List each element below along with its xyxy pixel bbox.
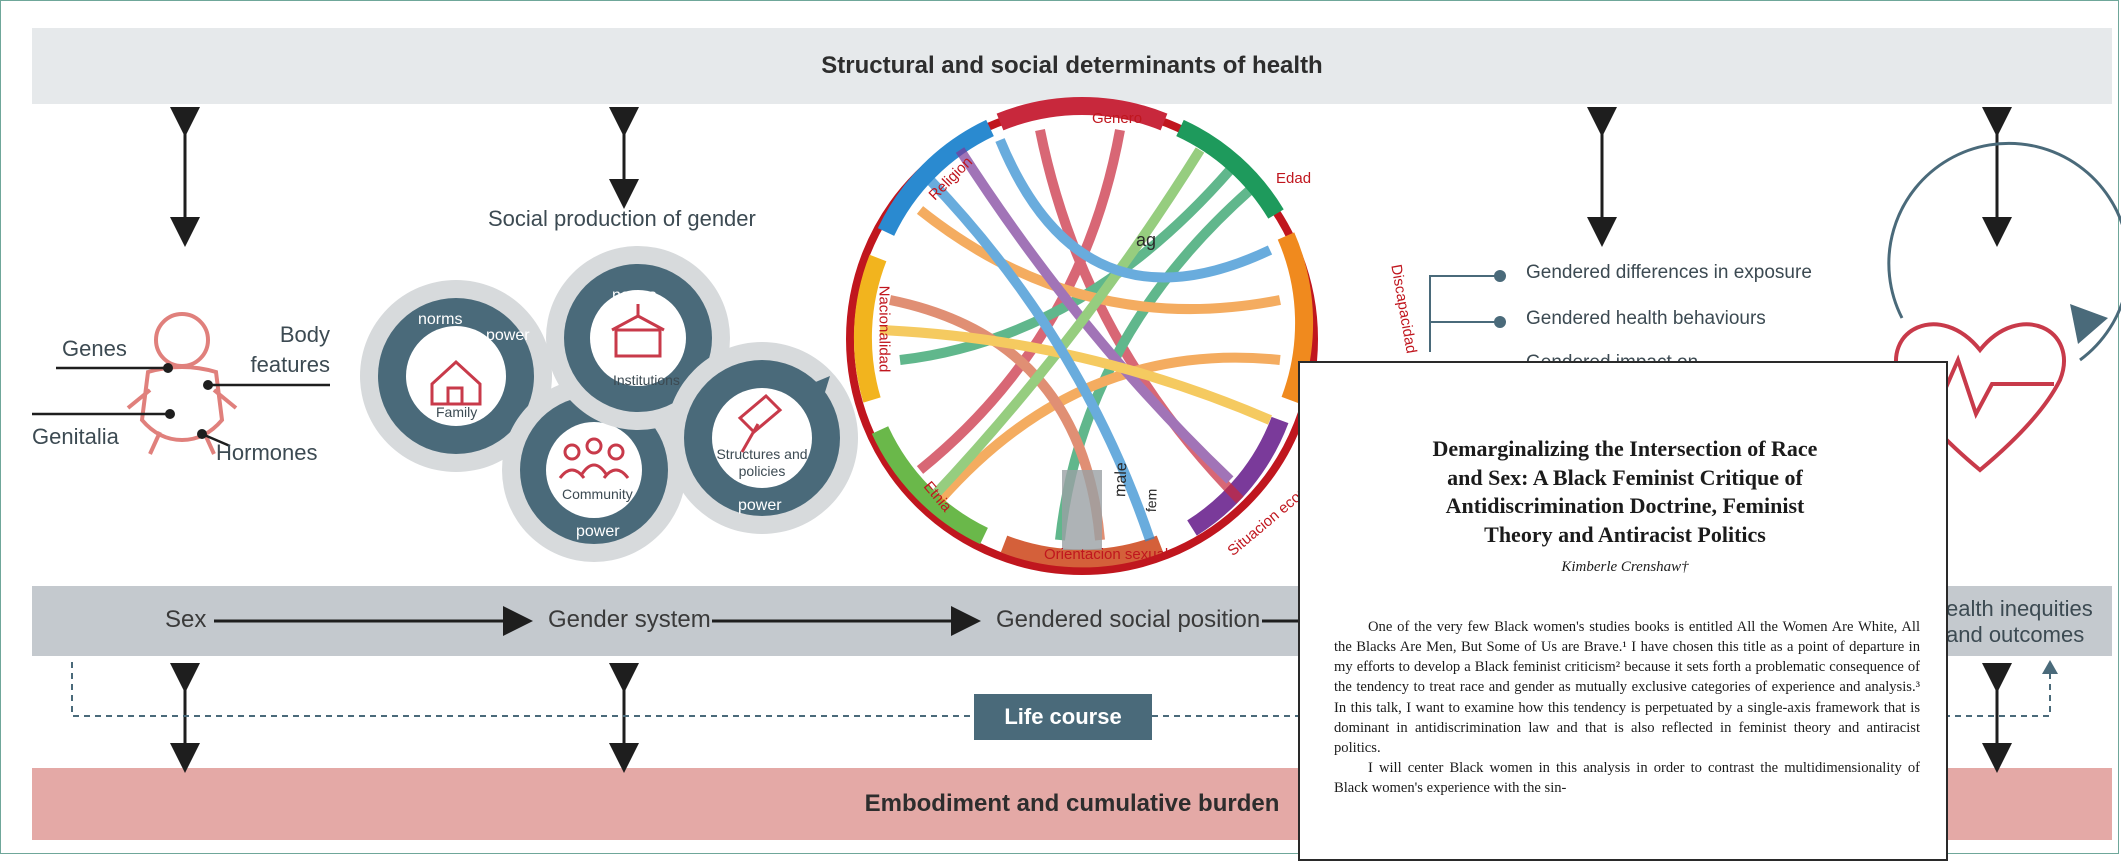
gear-label-structures-1: Structures and [716, 446, 808, 462]
paper-title-line2: and Sex: A Black Feminist Critique of [1447, 464, 1803, 490]
paper-title-line1: Demarginalizing the Intersection of Race [1432, 436, 1818, 461]
structural-determinants-band: Structural and social determinants of he… [32, 28, 2112, 104]
chord-inner-fem: fem [1142, 488, 1160, 513]
paper-author: Kimberle Crenshaw† [1561, 559, 1689, 575]
social-production-title: Social production of gender [488, 206, 756, 231]
pathway-exposure: Gendered differences in exposure [1526, 262, 1812, 283]
bottom-double-arrows [170, 663, 2012, 773]
chord-label-genero: Genero [1092, 110, 1143, 127]
gear-label-family: Family [436, 404, 478, 420]
label-genitalia: Genitalia [32, 424, 119, 449]
flow-health-outcomes: ealth inequities and outcomes [1946, 596, 2093, 649]
flow-sex: Sex [165, 606, 207, 633]
flow-gendered-social-position: Gendered social position [996, 606, 1261, 633]
chord-diagram [846, 96, 1318, 575]
paper-excerpt: Demarginalizing the Intersection of Race… [1298, 361, 1948, 861]
pathway-behaviours: Gendered health behaviours [1526, 308, 1766, 329]
gear-word-power-1: power [486, 327, 530, 344]
label-body-features-1: Body [279, 322, 330, 347]
gear-word-power-2: power [576, 523, 620, 540]
paper-paragraph-2: I will center Black women in this analys… [1334, 759, 1920, 796]
gear-label-structures-2: policies [738, 462, 786, 479]
chord-label-orientacion: Orientacion sexual [1044, 546, 1169, 563]
health-outcomes-line1: ealth inequities [1946, 596, 2093, 621]
paper-title: Demarginalizing the Intersection of Race… [1340, 435, 1910, 549]
chord-inner-male: male [1112, 461, 1131, 498]
top-double-arrows [170, 107, 2012, 247]
pathways-bracket [1429, 275, 1500, 371]
paper-body: One of the very few Black women's studie… [1334, 617, 1920, 798]
chord-arcs [853, 96, 1314, 568]
health-outcomes-line2: and outcomes [1946, 622, 2085, 648]
label-hormones: Hormones [216, 440, 318, 465]
label-body-features-2: features [250, 352, 331, 377]
chord-label-nacionalidad: Nacionalidad [875, 285, 893, 373]
gear-word-norms-1: norms [418, 311, 463, 328]
gear-word-norms-2: norms [612, 287, 657, 304]
paper-title-line3: Antidiscrimination Doctrine, Feminist [1445, 493, 1805, 519]
label-genes: Genes [62, 336, 127, 361]
paper-title-line4: Theory and Antiracist Politics [1484, 521, 1766, 547]
gear-word-power-3: power [738, 497, 782, 514]
chord-label-edad: Edad [1276, 170, 1312, 187]
gear-pictograms [430, 304, 783, 479]
gear-label-community: Community [562, 486, 633, 502]
paper-paragraph-1: One of the very few Black women's studie… [1334, 619, 1920, 756]
flow-gender-system: Gender system [548, 606, 711, 633]
chord-inner-ag: ag [1136, 230, 1157, 250]
gear-label-institutions: Institutions [613, 372, 680, 388]
gear-label-structures: Structures and policies [712, 446, 812, 480]
body-pointer-lines [32, 366, 330, 448]
life-course-label: Life course [974, 694, 1152, 740]
